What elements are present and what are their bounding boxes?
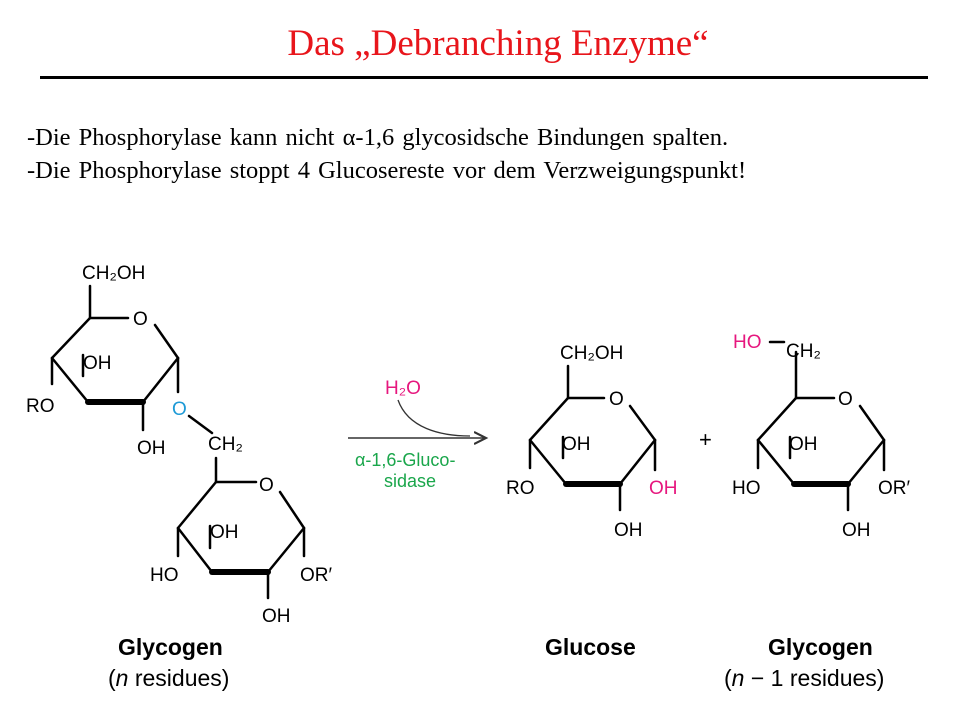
glucose-ro: RO xyxy=(506,478,535,499)
glucose-new-oh: OH xyxy=(649,478,678,499)
bullet-list: -Die Phosphorylase kann nicht α-1,6 glyc… xyxy=(27,121,746,187)
slide-title: Das „Debranching Enzyme“ xyxy=(287,23,709,64)
glycogen-n1-oh-upper: OH xyxy=(789,434,818,455)
glycogen-n1-ch2: CH₂ xyxy=(786,341,821,362)
bullet-1-prefix: -Die Phosphorylase kann nicht xyxy=(27,124,343,151)
glycogen-n-structure xyxy=(50,284,306,600)
caption-glucose: Glucose xyxy=(545,634,636,660)
caption-left-rest: residues) xyxy=(128,665,229,691)
water-reagent: H₂O xyxy=(385,378,421,399)
glycogen-n1-ring-oxygen: O xyxy=(838,389,853,410)
caption-right-rest: − 1 residues) xyxy=(744,665,884,691)
caption-right-n: n xyxy=(732,665,745,691)
glycogen-n-or-prime: OR′ xyxy=(300,565,333,586)
bullet-item-1: -Die Phosphorylase kann nicht α-1,6 glyc… xyxy=(27,121,746,154)
glycogen-n1-ho: HO xyxy=(732,478,761,499)
glycogen-n-ring-oxygen: O xyxy=(133,309,148,330)
bullet-item-2: -Die Phosphorylase stoppt 4 Glucosereste… xyxy=(27,157,747,184)
glucose-structure xyxy=(528,364,657,512)
glycogen-n-oh-ring2-c3: OH xyxy=(262,606,291,627)
title-underline xyxy=(40,76,928,79)
glycogen-n-ring2-oxygen: O xyxy=(259,475,274,496)
glucose-oh-c3: OH xyxy=(614,520,643,541)
caption-glycogen-n-minus-1: Glycogen xyxy=(768,634,873,660)
glycogen-n-oh-c3: OH xyxy=(137,438,166,459)
enzyme-label-line2: sidase xyxy=(384,471,436,491)
caption-glycogen-n: Glycogen xyxy=(118,634,223,660)
glucose-ch2oh: CH₂OH xyxy=(560,343,623,364)
bullet-1-suffix: -1,6 glycosidsche Bindungen spalten. xyxy=(355,124,729,151)
glycogen-n-minus-1-structure xyxy=(756,340,886,512)
glycogen-n1-or-prime: OR′ xyxy=(878,478,911,499)
water-arrow xyxy=(397,399,471,437)
glycogen-n-ch2: CH₂ xyxy=(208,434,243,455)
glycogen-n1-new-ho: HO xyxy=(733,332,762,353)
glucose-oh-upper: OH xyxy=(562,434,591,455)
glycogen-n1-oh-c3: OH xyxy=(842,520,871,541)
caption-right-open: ( xyxy=(724,665,732,691)
glycogen-n-ch2oh: CH₂OH xyxy=(82,263,145,284)
glucose-ring-oxygen: O xyxy=(609,389,624,410)
enzyme-label-line1: α-1,6-Gluco- xyxy=(355,450,455,470)
glycogen-n-oh-upper: OH xyxy=(83,353,112,374)
caption-left-open: ( xyxy=(108,665,116,691)
caption-glycogen-n-detail: (n residues) xyxy=(108,665,229,691)
plus-sign: + xyxy=(699,427,712,452)
alpha-symbol: α xyxy=(342,124,356,151)
caption-glycogen-n-minus-1-detail: (n − 1 residues) xyxy=(724,665,884,691)
glycogen-n-ro: RO xyxy=(26,396,55,417)
glycogen-n-link-oxygen: O xyxy=(172,399,187,420)
glycogen-n-ho: HO xyxy=(150,565,179,586)
glycogen-n-oh-ring2: OH xyxy=(210,522,239,543)
caption-left-n: n xyxy=(116,665,129,691)
